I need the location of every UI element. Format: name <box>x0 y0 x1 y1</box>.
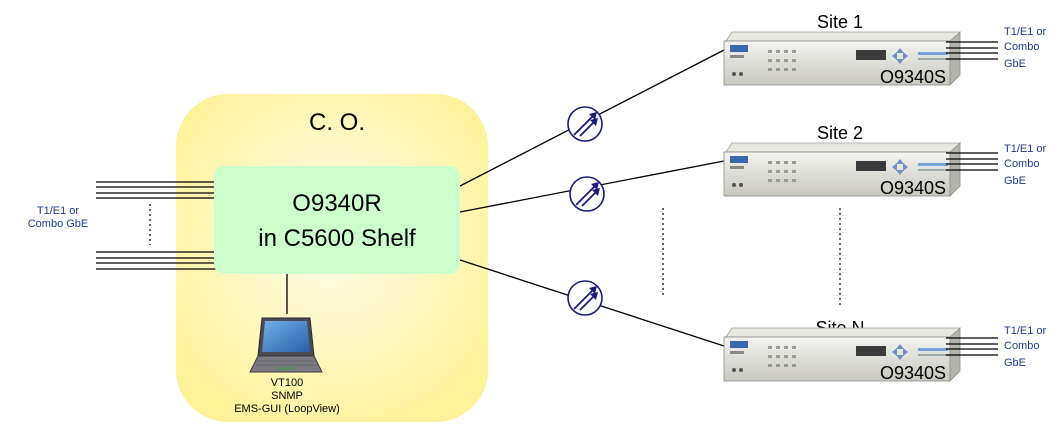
site-1-if-line2: Combo <box>1004 41 1039 53</box>
site-1-name: Site 1 <box>817 12 863 32</box>
site-2-device: O9340S <box>880 178 946 198</box>
site-2-name: Site 2 <box>817 123 863 143</box>
optical-coupler-icon-2 <box>569 176 605 212</box>
site-2-if-line1: T1/E1 or <box>1004 143 1047 155</box>
optical-coupler-icon-1 <box>567 106 603 142</box>
left-interface-label-line1: T1/E1 or <box>37 205 80 217</box>
main-unit-box <box>214 166 460 274</box>
site-2-if-line3: GbE <box>1004 175 1026 187</box>
laptop-caption-line1: VT100 <box>271 377 303 389</box>
site-n-if-line1: T1/E1 or <box>1004 325 1047 337</box>
site-n-group: Site N O9340S T1/E1 or Combo GbE <box>723 318 1047 383</box>
laptop-icon <box>249 317 323 373</box>
site-n-if-line3: GbE <box>1004 357 1026 369</box>
left-interface-label-line2: Combo GbE <box>28 218 89 230</box>
main-unit-shelf: in C5600 Shelf <box>258 225 416 252</box>
site-1-if-line3: GbE <box>1004 58 1026 70</box>
site-2-if-line2: Combo <box>1004 158 1039 170</box>
left-tributary-lines-bottom <box>96 251 216 270</box>
co-title: C. O. <box>309 109 365 136</box>
site-1-if-line1: T1/E1 or <box>1004 26 1047 38</box>
site-1-group: Site 1 O9340S T1/E1 or Combo GbE <box>723 12 1047 87</box>
site-1-device: O9340S <box>880 67 946 87</box>
laptop-caption-line3: EMS-GUI (LoopView) <box>234 403 340 415</box>
main-unit-name: O9340R <box>292 190 381 217</box>
site-n-if-line2: Combo <box>1004 340 1039 352</box>
laptop-caption-line2: SNMP <box>271 390 303 402</box>
site-n-device: O9340S <box>880 363 946 383</box>
left-tributary-lines-top <box>96 181 216 199</box>
optical-coupler-icon-3 <box>567 280 603 316</box>
site-2-group: Site 2 O9340S T1/E1 or Combo GbE <box>723 123 1047 198</box>
